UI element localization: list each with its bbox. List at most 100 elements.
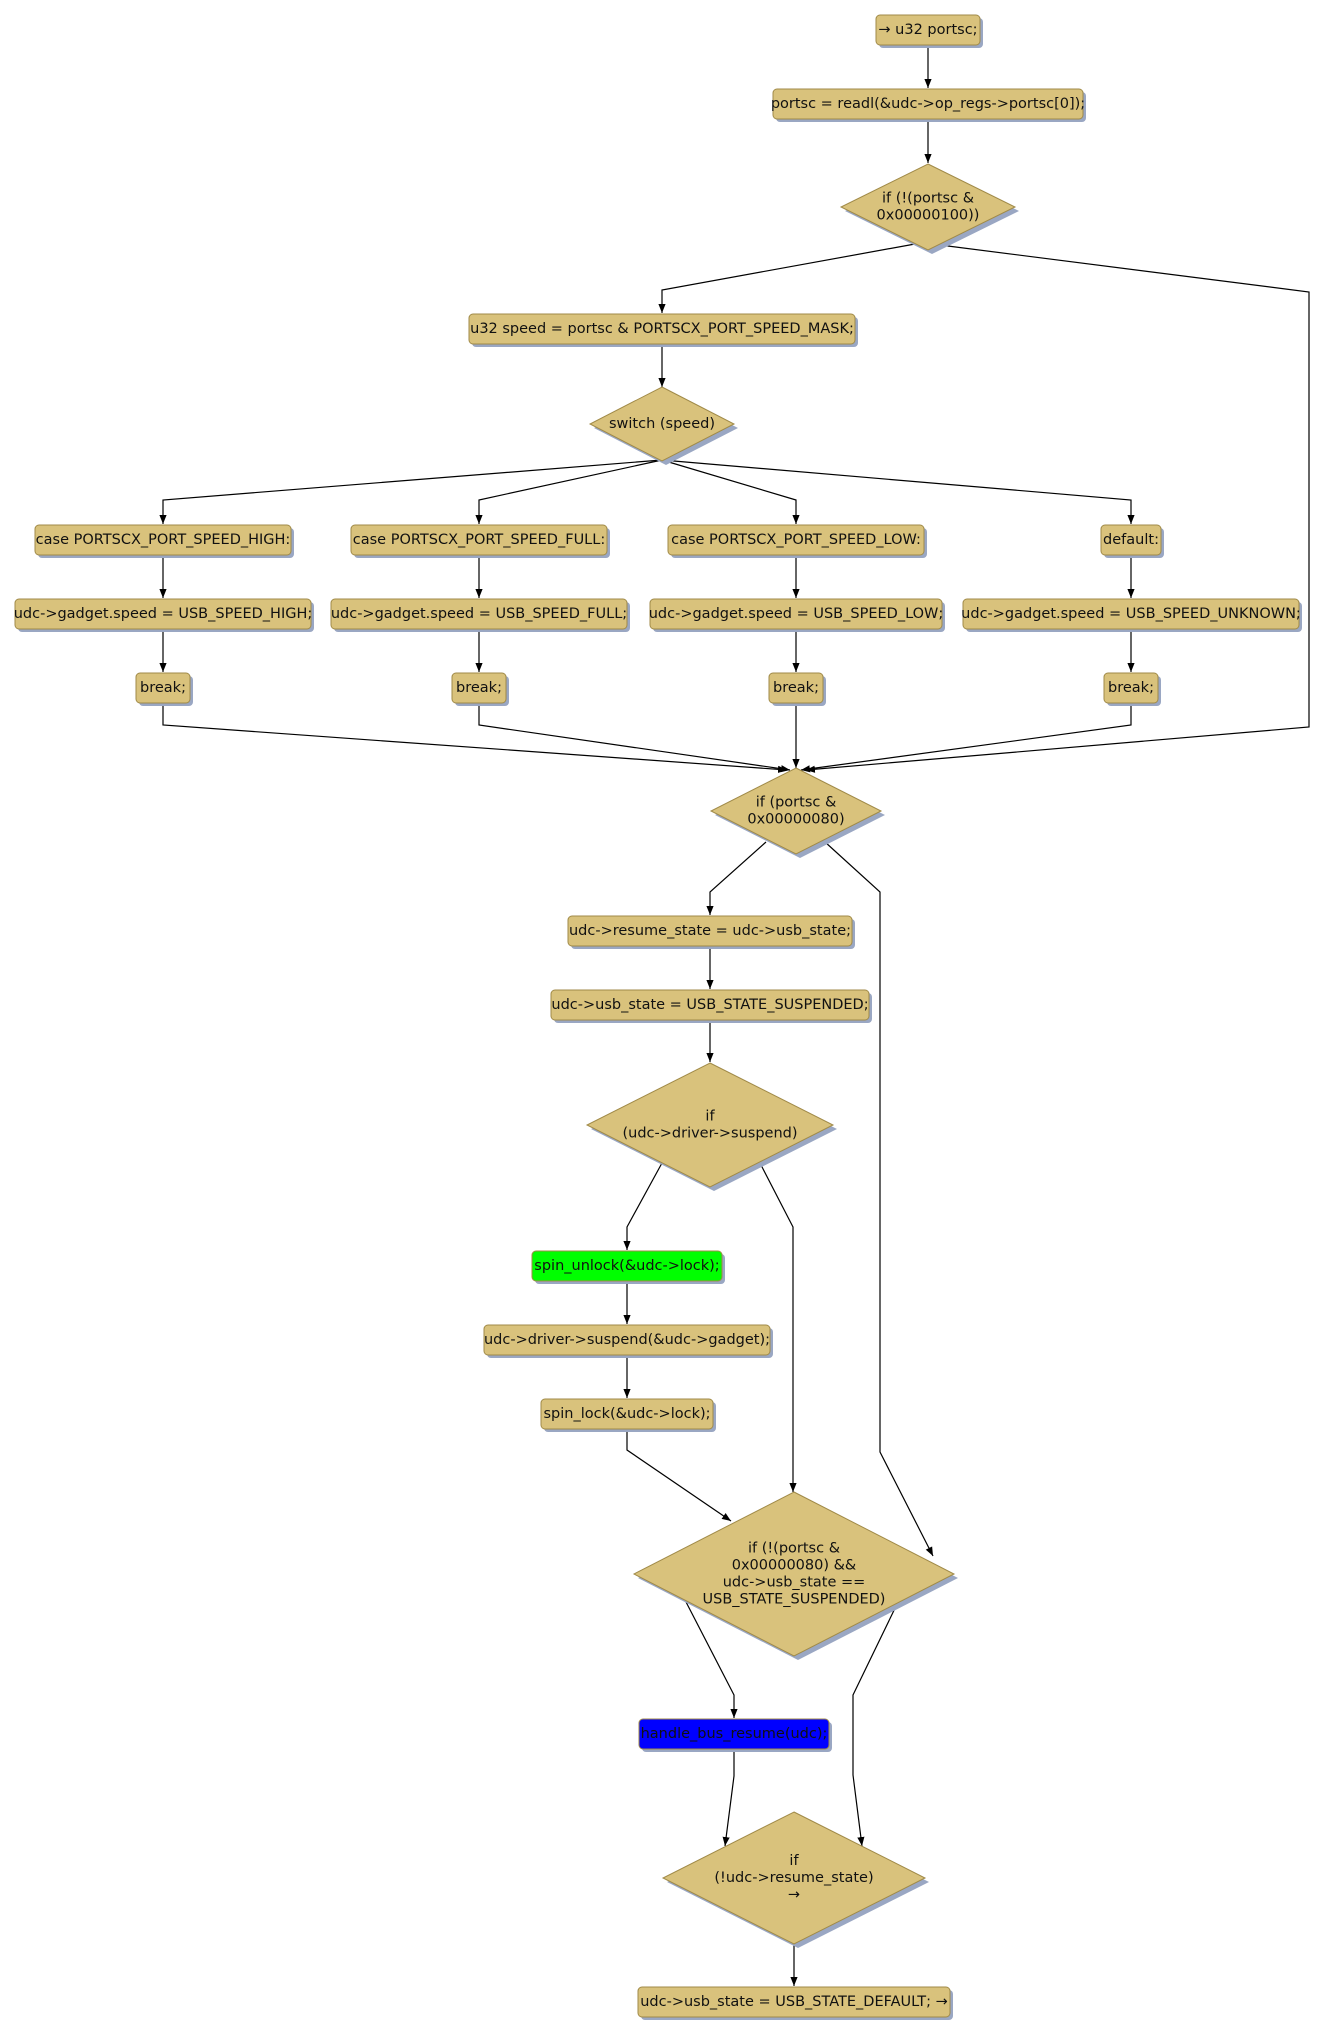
node-label: if (portsc & <box>756 795 837 811</box>
statement-node-s2: udc->gadget.speed = USB_SPEED_FULL; <box>330 598 630 632</box>
decision-diamond <box>661 1811 927 1945</box>
statement-node-s3: udc->gadget.speed = USB_SPEED_LOW; <box>649 598 945 632</box>
statement-box <box>875 14 981 46</box>
node-label: udc->usb_state = USB_STATE_DEFAULT; → <box>640 1994 948 2010</box>
statement-node-c1: case PORTSCX_PORT_SPEED_HIGH: <box>34 524 294 558</box>
statement-node-r2: udc->usb_state = USB_STATE_SUSPENDED; <box>550 989 872 1023</box>
statement-node-u2: udc->driver->suspend(&udc->gadget); <box>483 1324 773 1358</box>
statement-box <box>531 1250 723 1282</box>
edge-d3-to-d4 <box>759 1162 797 1492</box>
statement-box <box>667 524 925 556</box>
node-label: handle_bus_resume(udc); <box>641 1726 828 1742</box>
edge-u3-to-d4 <box>626 1429 732 1522</box>
statement-box <box>34 524 292 556</box>
edge-n5-to-c1 <box>159 459 663 524</box>
node-label: udc->gadget.speed = USB_SPEED_LOW; <box>649 606 944 622</box>
edge-b2-to-d2 <box>478 703 791 773</box>
statement-box <box>330 598 628 630</box>
statement-box <box>1100 524 1162 556</box>
statement-node-r1: udc->resume_state = udc->usb_state; <box>567 915 855 949</box>
statement-box <box>1103 672 1159 704</box>
statement-node-b4: break; <box>1103 672 1161 706</box>
node-label: 0x00000080) <box>747 812 844 828</box>
node-label: 0x00000080) && <box>732 1558 857 1574</box>
decision-node-d5: if(!udc->resume_state)→ <box>661 1811 929 1948</box>
node-label: if (!(portsc & <box>748 1541 840 1557</box>
statement-box <box>550 989 870 1021</box>
edge-d4-to-h1 <box>684 1599 738 1718</box>
node-label: case PORTSCX_PORT_SPEED_LOW: <box>671 532 921 548</box>
statement-node-u3: spin_lock(&udc->lock); <box>540 1398 716 1432</box>
node-label: udc->usb_state = USB_STATE_SUSPENDED; <box>551 997 868 1013</box>
statement-box <box>350 524 608 556</box>
statement-node-c4: default: <box>1100 524 1164 558</box>
node-label: (!udc->resume_state) <box>714 1870 873 1886</box>
statement-node-n4: u32 speed = portsc & PORTSCX_PORT_SPEED_… <box>468 313 858 347</box>
statement-box <box>567 915 853 947</box>
statement-node-n2: portsc = readl(&udc->op_regs->portsc[0])… <box>771 88 1086 122</box>
decision-diamond <box>585 1062 835 1188</box>
node-label: spin_unlock(&udc->lock); <box>534 1258 719 1274</box>
statement-box <box>637 1986 951 2018</box>
edge-d3-to-u1 <box>623 1162 663 1250</box>
statement-node-c2: case PORTSCX_PORT_SPEED_FULL: <box>350 524 610 558</box>
node-label: udc->usb_state == <box>723 1575 866 1591</box>
edge-d4-to-d5 <box>852 1599 900 1847</box>
statement-node-b1: break; <box>135 672 193 706</box>
edge-d2-to-d4 <box>824 841 934 1557</box>
statement-node-u1: spin_unlock(&udc->lock); <box>531 1250 725 1284</box>
statement-box <box>468 313 856 345</box>
statement-node-s4: udc->gadget.speed = USB_SPEED_UNKNOWN; <box>961 598 1302 632</box>
node-label: switch (speed) <box>609 416 715 432</box>
statement-box <box>540 1398 714 1430</box>
node-label: case PORTSCX_PORT_SPEED_HIGH: <box>36 532 291 548</box>
edge-n5-to-c4 <box>661 459 1135 524</box>
statement-node-n1: → u32 portsc; <box>875 14 983 48</box>
node-label: u32 speed = portsc & PORTSCX_PORT_SPEED_… <box>470 321 854 337</box>
decision-node-n3: if (!(portsc &0x00000100)) <box>839 163 1019 254</box>
statement-box <box>451 672 507 704</box>
decision-node-d4: if (!(portsc &0x00000080) &&udc->usb_sta… <box>632 1491 958 1660</box>
statement-node-b2: break; <box>451 672 509 706</box>
decision-node-n5: switch (speed) <box>588 386 738 465</box>
node-label: default: <box>1103 532 1159 548</box>
decision-diamond <box>709 767 883 855</box>
node-label: break; <box>1108 680 1154 696</box>
statement-node-c3: case PORTSCX_PORT_SPEED_LOW: <box>667 524 927 558</box>
node-label: → u32 portsc; <box>878 22 977 38</box>
decision-diamond <box>588 386 736 462</box>
node-label: if (!(portsc & <box>882 191 974 207</box>
node-label: break; <box>773 680 819 696</box>
node-label: if <box>705 1109 715 1125</box>
edge-n3-to-n4 <box>658 243 916 313</box>
node-label: (udc->driver->suspend) <box>623 1126 798 1142</box>
statement-box <box>638 1718 830 1750</box>
node-label: spin_lock(&udc->lock); <box>543 1406 710 1422</box>
node-label: udc->driver->suspend(&udc->gadget); <box>484 1332 770 1348</box>
statement-node-s1: udc->gadget.speed = USB_SPEED_HIGH; <box>14 598 314 632</box>
edges-layer <box>159 45 1310 1986</box>
edge-n5-to-c2 <box>475 459 663 524</box>
node-label: case PORTSCX_PORT_SPEED_FULL: <box>353 532 605 548</box>
statement-box <box>962 598 1300 630</box>
edge-h1-to-d5 <box>722 1749 735 1847</box>
statement-box <box>14 598 312 630</box>
statement-box <box>649 598 943 630</box>
node-label: break; <box>456 680 502 696</box>
statement-node-e1: udc->usb_state = USB_STATE_DEFAULT; → <box>637 1986 953 2020</box>
decision-diamond <box>632 1491 956 1657</box>
statement-node-h1: handle_bus_resume(udc); <box>638 1718 832 1752</box>
node-label: 0x00000100)) <box>877 208 980 224</box>
node-label: → <box>788 1887 800 1903</box>
statement-box <box>768 672 824 704</box>
statement-box <box>483 1324 771 1356</box>
node-label: udc->gadget.speed = USB_SPEED_FULL; <box>331 606 627 622</box>
node-label: udc->gadget.speed = USB_SPEED_HIGH; <box>14 606 313 622</box>
node-label: portsc = readl(&udc->op_regs->portsc[0])… <box>771 96 1085 112</box>
statement-box <box>135 672 191 704</box>
decision-node-d3: if(udc->driver->suspend) <box>585 1062 837 1191</box>
node-label: udc->gadget.speed = USB_SPEED_UNKNOWN; <box>961 606 1301 622</box>
edge-n5-to-c3 <box>661 459 800 524</box>
edge-b1-to-d2 <box>162 703 788 773</box>
